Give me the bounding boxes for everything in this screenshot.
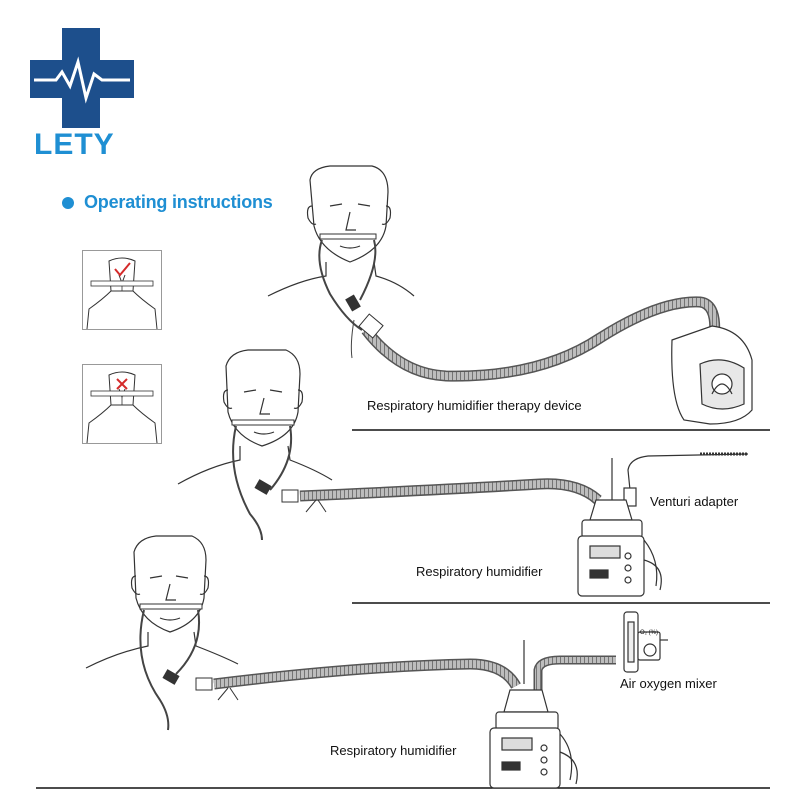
logo	[30, 28, 134, 160]
respiratory-humidifier-unit	[577, 499, 662, 597]
nasal-cannula	[231, 419, 295, 426]
label-air-oxygen-mixer: Air oxygen mixer	[620, 676, 717, 691]
check-icon	[114, 262, 131, 277]
patient-figure	[177, 349, 333, 485]
venturi-adapter	[611, 452, 749, 507]
correct-position-thumbnail	[82, 250, 162, 330]
nasal-cannula	[139, 603, 203, 610]
heading-text: Operating instructions	[84, 192, 273, 212]
section-heading: Operating instructions	[62, 192, 273, 213]
patient-figure	[85, 535, 239, 669]
patient-figure	[267, 165, 415, 297]
label-respiratory-humidifier: Respiratory humidifier	[330, 743, 457, 758]
air-oxygen-mixer	[623, 611, 668, 673]
medical-cross-logo-icon	[30, 28, 134, 128]
cross-icon	[116, 378, 128, 390]
nasal-cannula	[319, 233, 377, 240]
respiratory-humidifier-unit	[489, 689, 578, 789]
brand-name: LETY	[34, 128, 115, 161]
bullet-dot-icon	[62, 196, 74, 209]
humidifier-therapy-device	[671, 325, 753, 425]
label-venturi-adapter: Venturi adapter	[650, 494, 739, 509]
label-respiratory-humidifier: Respiratory humidifier	[416, 564, 543, 579]
mixer-o2-readout: O₂ (%)	[640, 630, 658, 636]
label-therapy-device: Respiratory humidifier therapy device	[367, 398, 582, 413]
incorrect-position-thumbnail	[82, 364, 162, 444]
